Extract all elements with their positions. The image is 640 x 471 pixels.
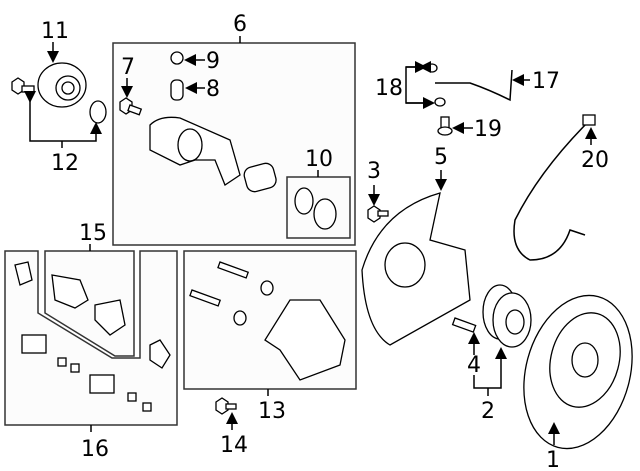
callout-5: 5 [434, 145, 448, 191]
callout-4: 4 [467, 332, 481, 378]
pin-boot-lower-part [233, 310, 247, 326]
spring-1-part [57, 357, 67, 367]
clip-upper-part [21, 334, 47, 354]
callout-17-label: 17 [532, 69, 560, 94]
callout-12: 12 [24, 91, 102, 176]
callout-7-label: 7 [121, 55, 135, 80]
callout-16-label: 16 [81, 437, 109, 462]
callout-20: 20 [581, 127, 609, 173]
piston-seal-part [294, 187, 314, 215]
outer-pad-part [94, 299, 126, 336]
dust-boot-part [313, 198, 337, 230]
brake-rotor-part [523, 294, 633, 450]
pin-boot-upper-part [260, 280, 274, 296]
piston-part [243, 162, 277, 193]
callout-13: 13 [258, 389, 286, 424]
callout-18: 18 [375, 61, 435, 109]
callout-6-label: 6 [233, 12, 247, 37]
caliper-body-part [149, 116, 241, 186]
callout-16: 16 [81, 425, 109, 462]
callout-15: 15 [79, 221, 107, 251]
callout-9: 9 [184, 49, 220, 74]
callout-14: 14 [220, 412, 248, 458]
callout-19: 19 [452, 117, 502, 142]
callout-11-label: 11 [41, 19, 69, 44]
hub-bearing-part [482, 284, 532, 348]
guide-pin-lower-part [189, 289, 222, 307]
callout-1-label: 1 [546, 448, 560, 471]
spring-3-part [127, 392, 137, 402]
callout-10-label: 10 [305, 147, 333, 172]
callout-18-label: 18 [375, 76, 403, 101]
bleeder-cap-part [170, 51, 184, 65]
shield-bolt-part [367, 205, 389, 223]
callout-9-label: 9 [206, 49, 220, 74]
callout-4-label: 4 [467, 353, 481, 378]
bleeder-screw-part [170, 79, 184, 101]
callout-20-label: 20 [581, 148, 609, 173]
callout-10: 10 [305, 147, 333, 177]
wheel-stud-part [451, 317, 477, 333]
callout-8-label: 8 [206, 77, 220, 102]
callout-13-label: 13 [258, 399, 286, 424]
spring-2-part [70, 363, 80, 373]
callout-12-label: 12 [51, 151, 79, 176]
splash-shield-hole [384, 242, 426, 288]
callout-17: 17 [512, 69, 560, 94]
inner-pad-part [51, 274, 89, 309]
caliper-support-part [264, 299, 346, 381]
callout-3-label: 3 [367, 159, 381, 184]
caliper-bolt-part [119, 97, 143, 116]
abs-sensor-wire [513, 119, 591, 261]
brake-hose-part [435, 69, 513, 102]
clip-lower-part [89, 374, 115, 394]
callout-15-label: 15 [79, 221, 107, 246]
callout-5-label: 5 [434, 145, 448, 170]
support-bolt-part [215, 397, 237, 415]
callout-8: 8 [185, 77, 220, 102]
abs-sensor-head [582, 114, 596, 126]
washer-lower-part [434, 97, 446, 107]
callout-1: 1 [546, 422, 560, 471]
spring-4-part [142, 402, 152, 412]
callout-7: 7 [121, 55, 135, 98]
callout-19-label: 19 [474, 117, 502, 142]
callout-2-label: 2 [481, 399, 495, 424]
callout-3: 3 [367, 159, 381, 206]
pad-shim-right-part [149, 339, 171, 369]
banjo-bolt-part [437, 116, 453, 136]
pad-shim-left-part [14, 261, 33, 286]
washer-upper-part [426, 63, 438, 73]
actuator-bolt-part [11, 77, 35, 95]
callout-14-label: 14 [220, 433, 248, 458]
actuator-o-ring-part [89, 100, 107, 124]
guide-pin-upper-part [217, 261, 250, 279]
callout-6: 6 [233, 12, 247, 43]
callout-2: 2 [473, 347, 507, 424]
callout-11: 11 [41, 19, 69, 63]
parking-brake-actuator-part [37, 62, 87, 108]
